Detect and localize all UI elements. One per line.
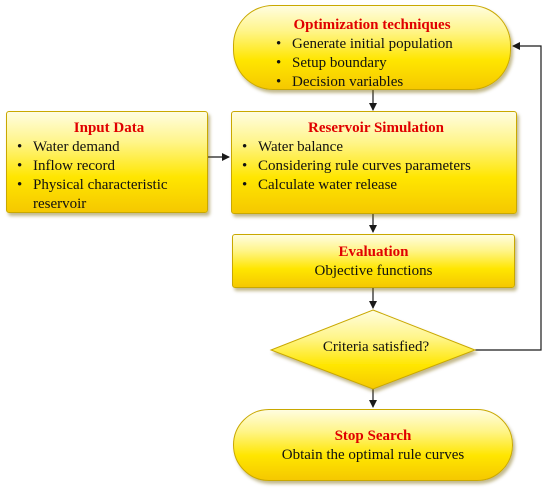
simulation-title: Reservoir Simulation (308, 120, 444, 136)
list-item: Considering rule curves parameters (240, 157, 512, 176)
stop-search-node: Stop Search Obtain the optimal rule curv… (233, 409, 513, 481)
list-item: Calculate water release (240, 176, 512, 195)
stop-search-subtitle: Obtain the optimal rule curves (281, 447, 465, 463)
evaluation-title: Evaluation (338, 244, 409, 260)
decision-diamond (269, 309, 477, 390)
list-item: Decision variables (274, 73, 510, 92)
input-data-node: Input Data Water demand Inflow record Ph… (6, 111, 208, 213)
optimization-node: Optimization techniques Generate initial… (233, 5, 511, 92)
optimization-list: Generate initial population Setup bounda… (274, 35, 510, 92)
optimization-title: Optimization techniques (293, 17, 451, 33)
stop-search-title: Stop Search (334, 428, 412, 444)
list-item: Generate initial population (274, 35, 510, 54)
list-item: Physical characteristic reservoir (15, 176, 203, 214)
decision-label: Criteria satisfied? (322, 339, 430, 355)
input-data-list: Water demand Inflow record Physical char… (15, 138, 203, 214)
simulation-list: Water balance Considering rule curves pa… (240, 138, 512, 195)
list-item: Water demand (15, 138, 203, 157)
evaluation-node: Evaluation Objective functions (232, 234, 515, 288)
list-item: Setup boundary (274, 54, 510, 73)
list-item: Water balance (240, 138, 512, 157)
arrow-feedback-loop (475, 42, 542, 351)
reservoir-simulation-node: Reservoir Simulation Water balance Consi… (231, 111, 517, 214)
input-data-title: Input Data (73, 120, 145, 136)
evaluation-subtitle: Objective functions (314, 263, 433, 279)
list-item: Inflow record (15, 157, 203, 176)
